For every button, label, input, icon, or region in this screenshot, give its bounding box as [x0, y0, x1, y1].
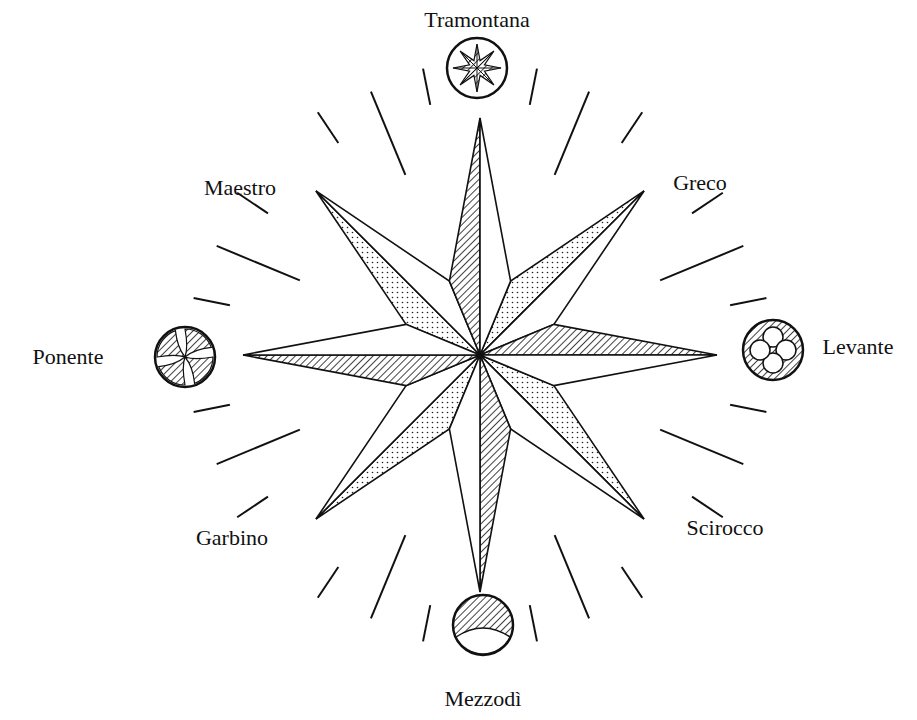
- west-blade: [157, 331, 185, 357]
- wind-label: Maestro: [202, 175, 278, 201]
- north-star-line: [460, 51, 477, 68]
- ray-line: [555, 92, 589, 175]
- star-point-shaded: [480, 324, 717, 355]
- wind-label: Mezzodì: [443, 686, 524, 712]
- compass-star: [243, 118, 717, 592]
- star-point-plain: [480, 118, 511, 355]
- south-symbol: [453, 595, 513, 655]
- north-star: [453, 44, 501, 92]
- north-star-line: [477, 51, 494, 68]
- star-point-shaded: [243, 355, 480, 386]
- ray-line: [423, 605, 430, 641]
- star-point-plain: [480, 355, 717, 386]
- east-symbol: [743, 320, 803, 380]
- wind-label: Tramontana: [422, 7, 532, 33]
- ray-line: [194, 298, 230, 305]
- ray-line: [622, 112, 643, 143]
- ray-line: [423, 69, 430, 105]
- star-point-plain: [449, 355, 480, 592]
- rays: [194, 69, 767, 642]
- east-petal: [750, 340, 770, 360]
- west-blade: [185, 357, 213, 383]
- ray-line: [660, 246, 743, 280]
- north-star-line: [460, 68, 477, 85]
- ray-line: [237, 497, 268, 518]
- north-star-line: [477, 68, 494, 85]
- ray-line: [217, 246, 300, 280]
- star-point-plain: [243, 324, 480, 355]
- ray-line: [660, 430, 743, 464]
- north-star-line: [477, 68, 501, 69]
- ray-line: [217, 430, 300, 464]
- north-star-line: [477, 44, 478, 68]
- west-blade: [159, 357, 185, 385]
- ray-line: [530, 69, 537, 105]
- ray-line: [555, 535, 589, 618]
- ray-line: [194, 405, 230, 412]
- ray-line: [692, 193, 723, 214]
- north-symbol: [447, 38, 507, 98]
- wind-label: Scirocco: [685, 515, 766, 541]
- wind-label: Levante: [821, 334, 896, 360]
- ray-line: [318, 112, 339, 143]
- south-crescent: [456, 628, 510, 654]
- star-point-shaded: [449, 118, 480, 355]
- north-star-line: [453, 68, 477, 69]
- west-blade: [185, 329, 211, 357]
- north-star-line: [477, 68, 478, 92]
- star-point-shaded: [480, 355, 511, 592]
- ray-line: [622, 567, 643, 598]
- ray-line: [371, 535, 405, 618]
- ray-line: [730, 405, 766, 412]
- ray-line: [371, 92, 405, 175]
- wind-label: Ponente: [31, 344, 106, 370]
- ray-line: [530, 605, 537, 641]
- ray-line: [692, 497, 723, 518]
- wind-label: Greco: [671, 170, 729, 196]
- ray-line: [730, 298, 766, 305]
- ray-line: [318, 567, 339, 598]
- wind-symbols: [155, 38, 803, 655]
- wind-label: Garbino: [194, 525, 270, 551]
- west-symbol: [155, 327, 215, 387]
